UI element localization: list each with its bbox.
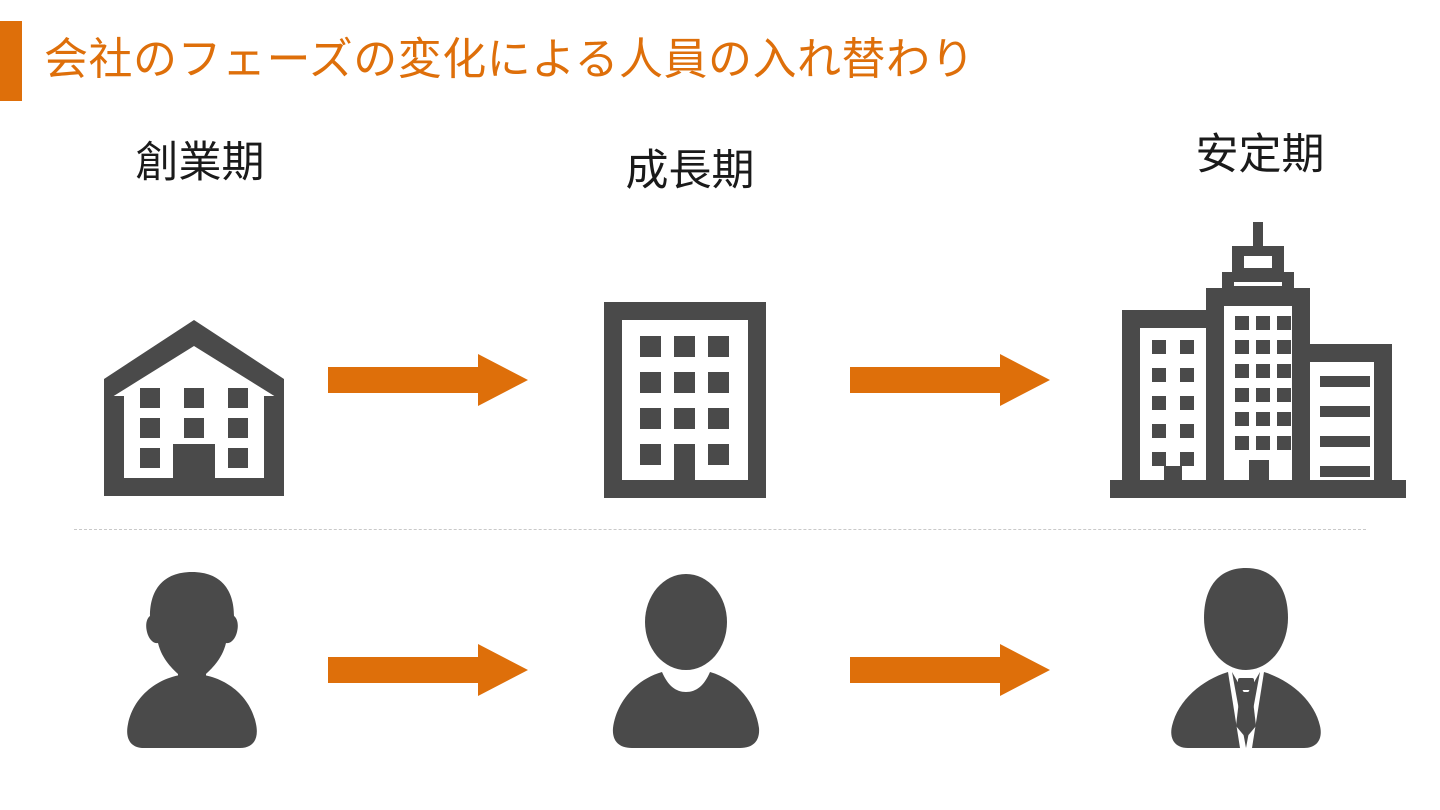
person-avatar-silhouette-icon	[610, 572, 762, 748]
row-divider	[74, 529, 1366, 530]
phase-label-founding: 創業期	[135, 139, 265, 187]
city-skyline-buildings-icon	[1110, 222, 1406, 498]
arrow-right-icon	[328, 644, 528, 696]
title-accent-bar	[0, 21, 22, 101]
midrise-office-building-icon	[604, 302, 766, 498]
phase-label-stable: 安定期	[1195, 131, 1325, 179]
arrow-right-icon	[328, 354, 528, 406]
arrow-right-icon	[850, 644, 1050, 696]
person-businessman-suit-icon	[1166, 566, 1326, 748]
page-title: 会社のフェーズの変化による人員の入れ替わり	[44, 35, 975, 84]
person-casual-silhouette-icon	[116, 570, 268, 748]
phase-label-growth: 成長期	[625, 147, 755, 195]
small-house-building-icon	[104, 316, 284, 496]
arrow-right-icon	[850, 354, 1050, 406]
